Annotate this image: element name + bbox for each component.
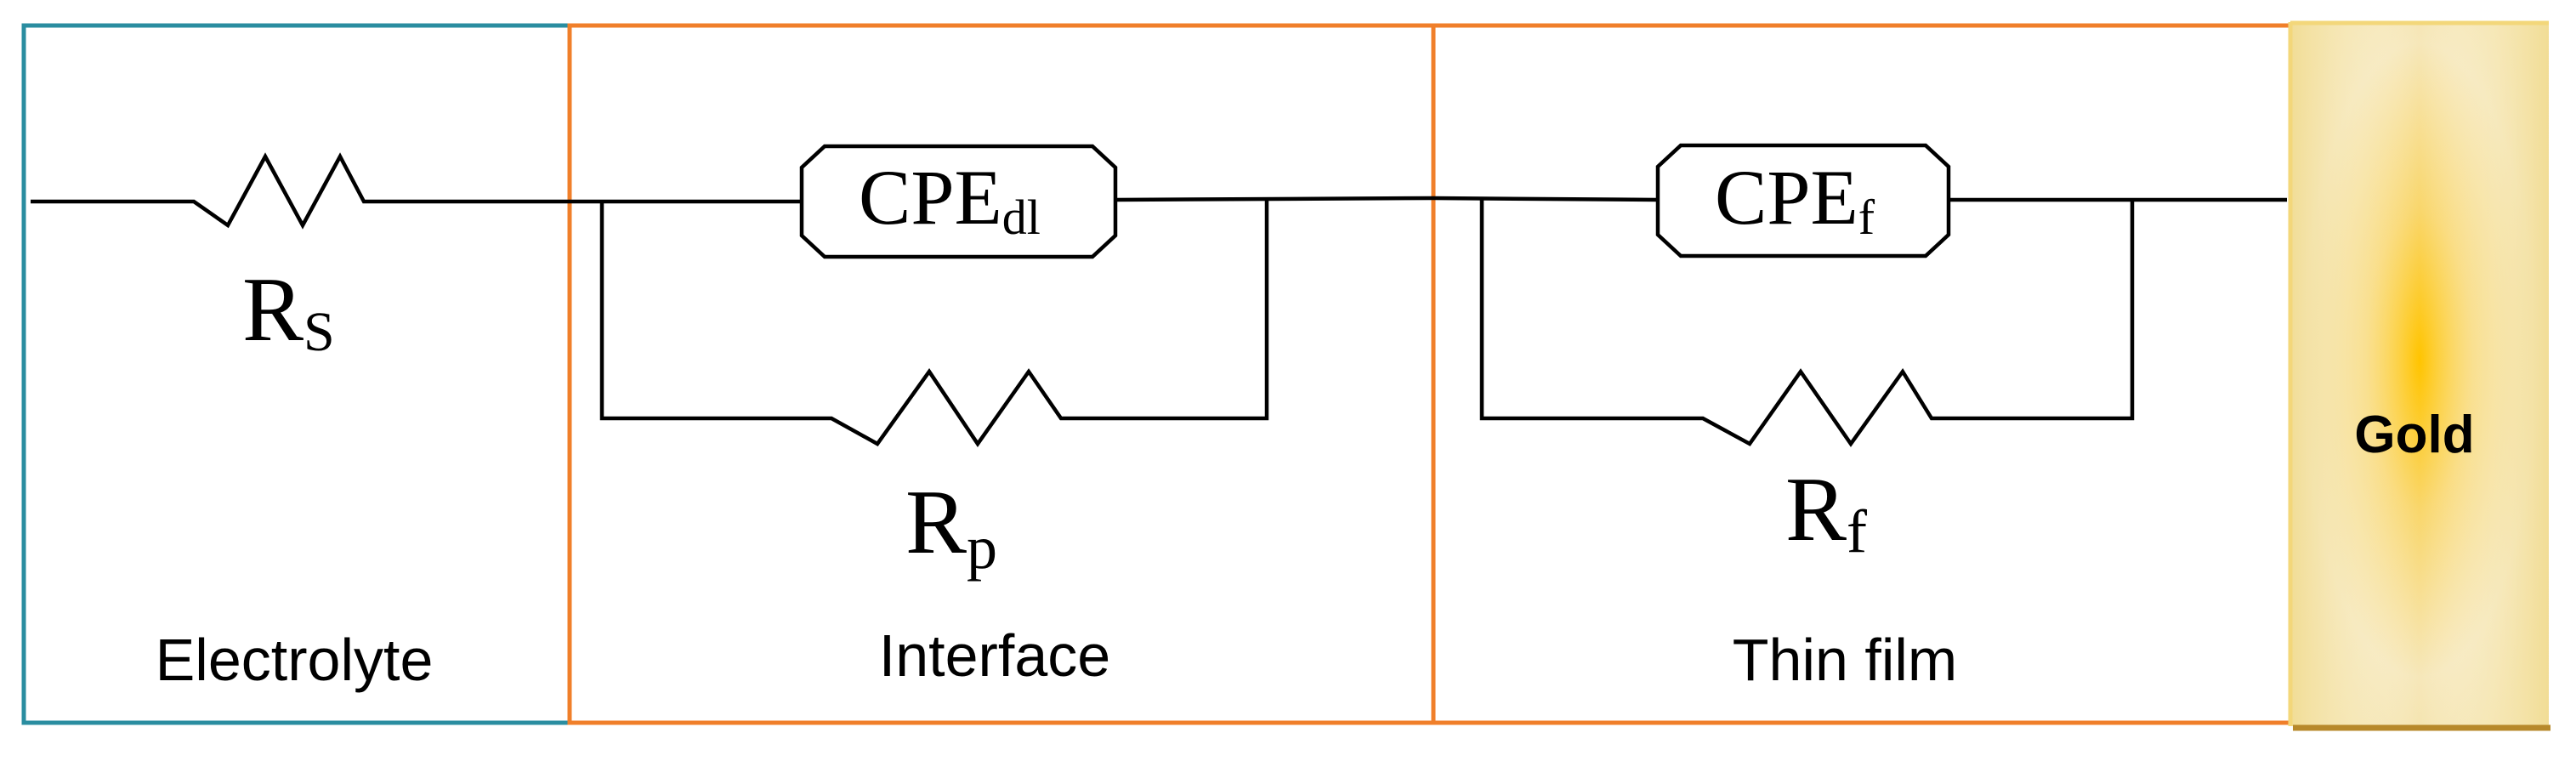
interface-parallel-branch [599,200,1269,447]
thin-film-parallel-branch [1479,200,2135,447]
thin-film-label: Thin film [1733,627,1957,693]
gold-electrode [2288,20,2550,731]
cpe-f-element [1655,143,1951,258]
interface-wire-right [1115,196,1434,202]
rp-label: Rp [905,472,997,582]
electrolyte-region-box [21,23,572,725]
rf-label: Rf [1785,459,1867,565]
thin-film-region-box [1431,23,2293,725]
gold-label: Gold [2354,406,2474,464]
cpe-dl-element [799,144,1118,259]
interface-label: Interface [879,622,1110,689]
cpe-dl-label: CPEdl [859,154,1041,245]
interface-region-box [567,23,1436,725]
rs-label: RS [242,259,335,363]
rs-resistor [31,152,570,230]
cpe-f-label: CPEf [1715,154,1875,245]
electrolyte-label: Electrolyte [156,627,434,693]
thin-film-wire-left [1433,196,1659,202]
